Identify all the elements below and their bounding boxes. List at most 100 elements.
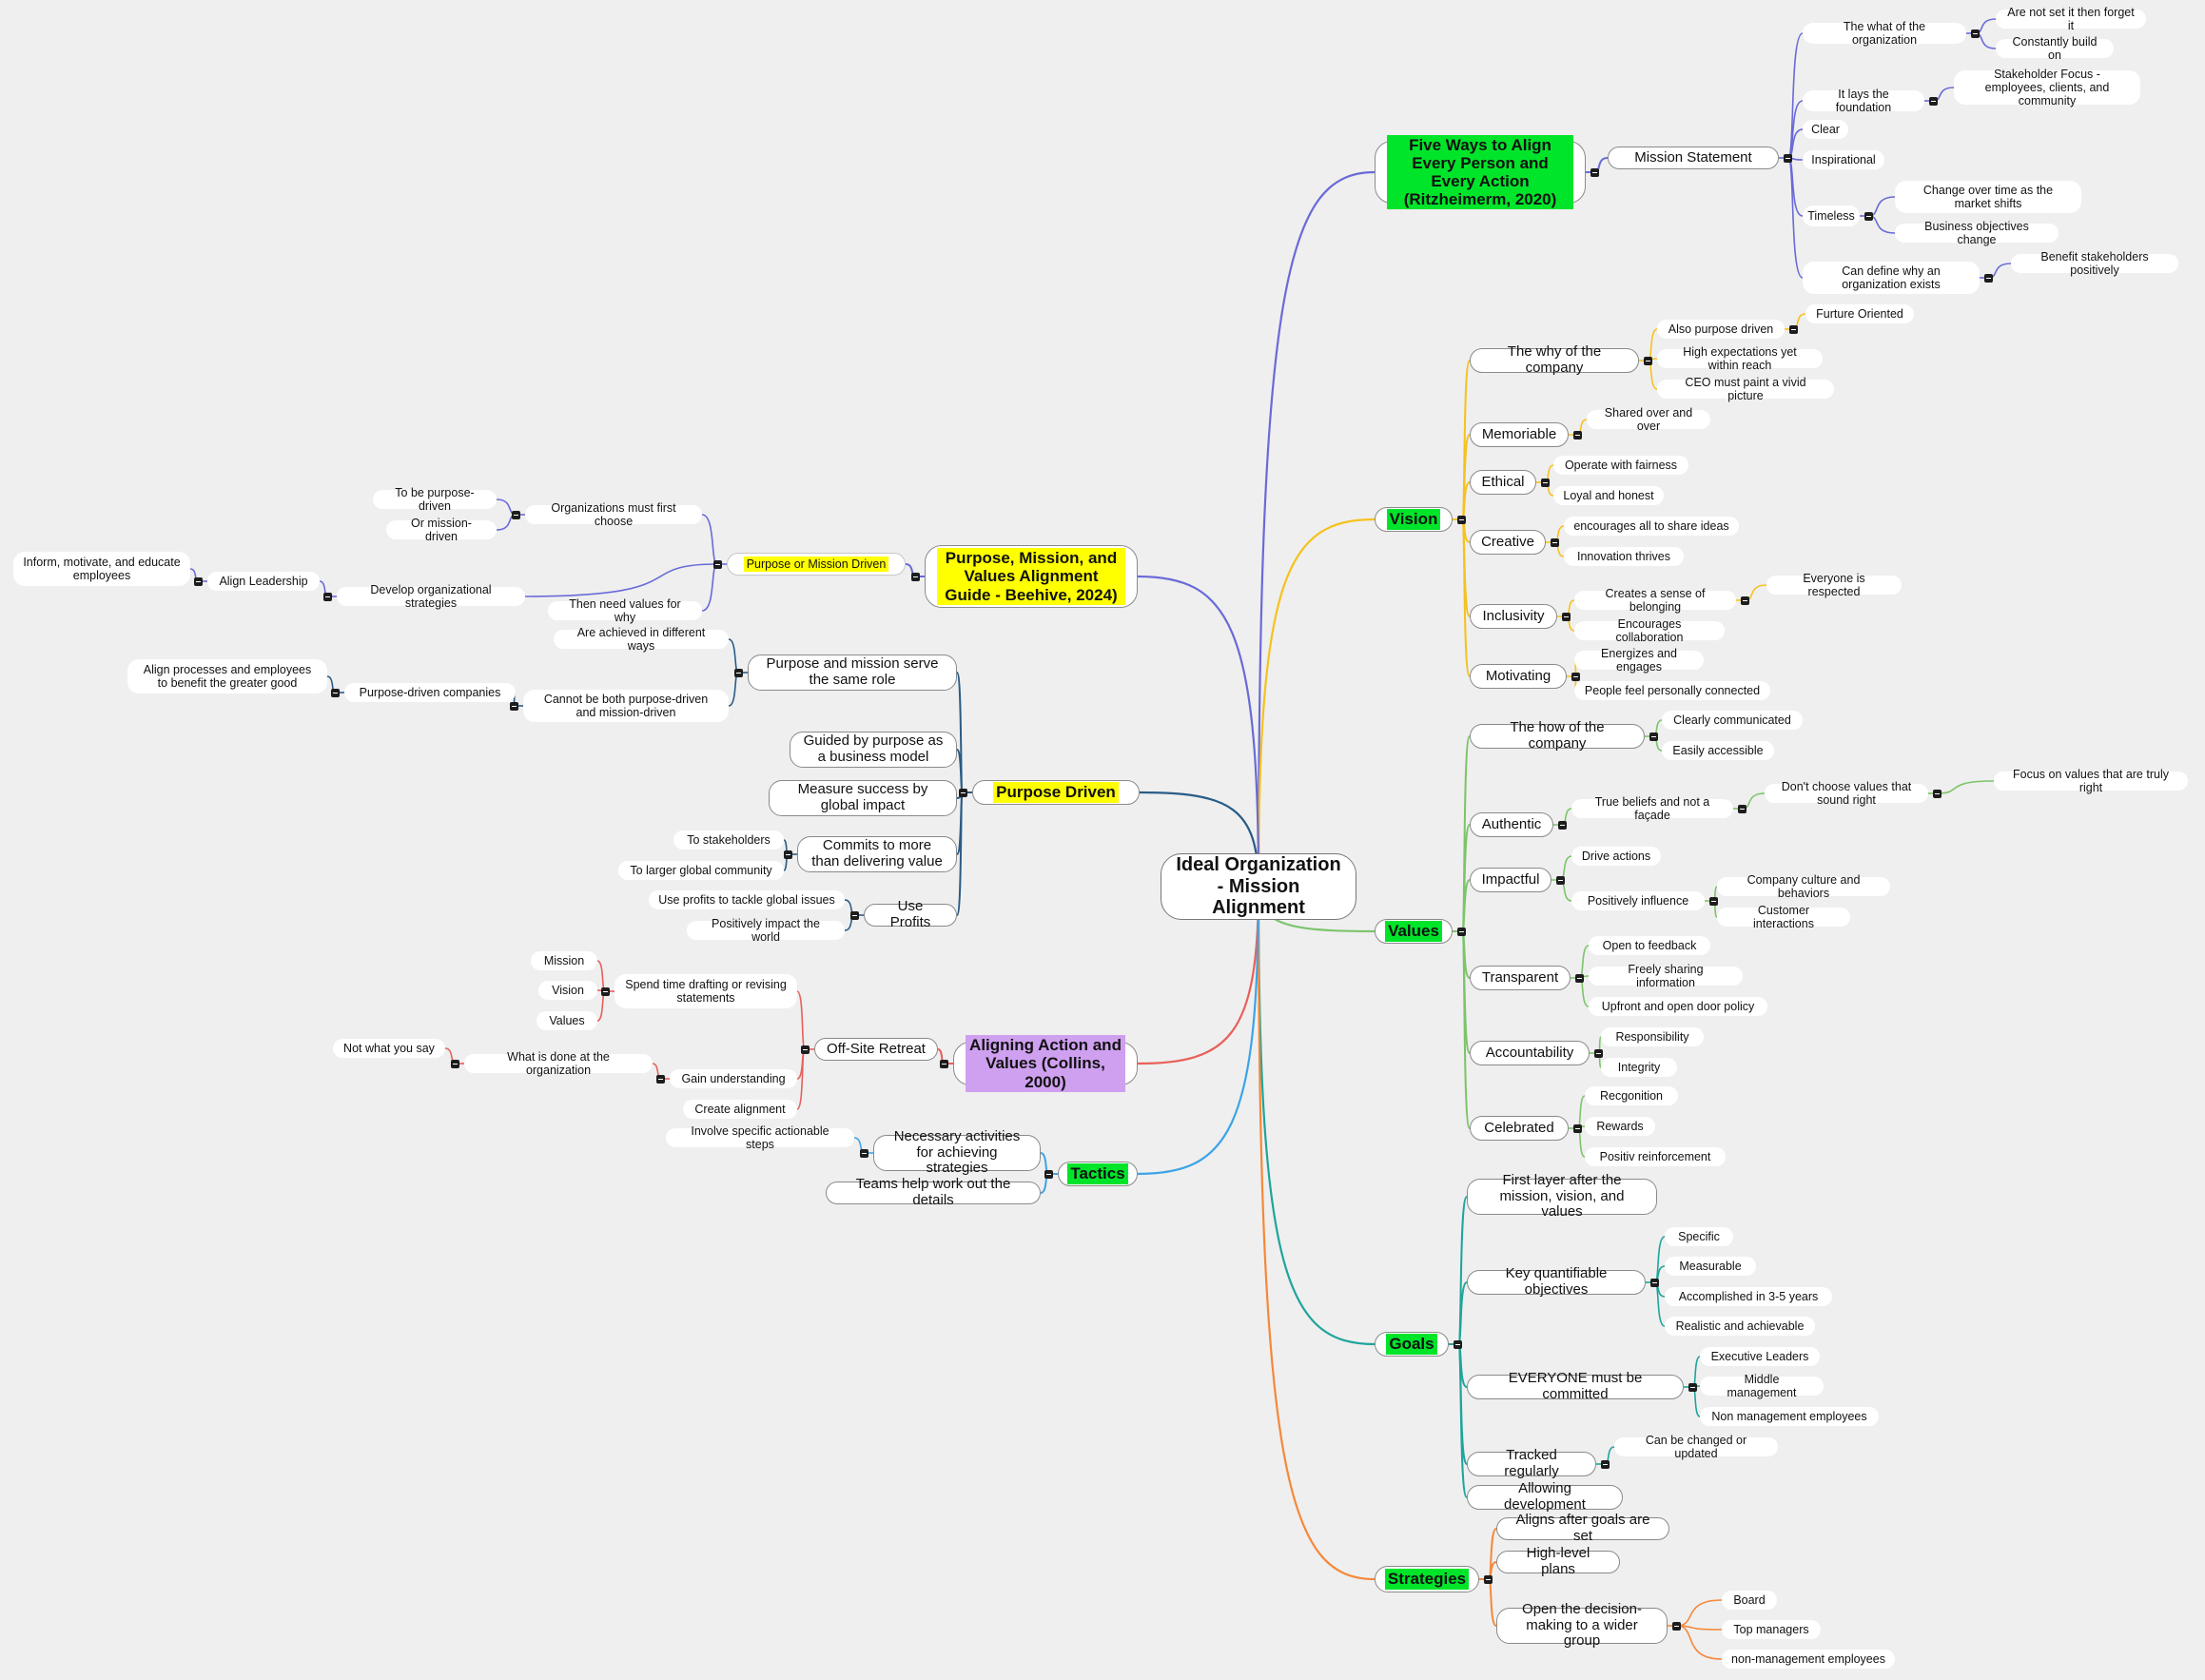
topic-va-auth-1a[interactable]: Don't choose values that sound right <box>1765 780 1928 807</box>
topic-va-acc-1[interactable]: Responsibility <box>1601 1027 1704 1046</box>
topic-va-tra-3[interactable]: Upfront and open door policy <box>1589 997 1767 1016</box>
topic-st-3-1[interactable]: Board <box>1722 1591 1777 1610</box>
collapse-toggle-icon[interactable] <box>1933 789 1942 798</box>
topic-va-tra[interactable]: Transparent <box>1470 966 1571 990</box>
topic-va-acc[interactable]: Accountability <box>1470 1041 1590 1065</box>
topic-ms[interactable]: Mission Statement <box>1608 147 1779 169</box>
collapse-toggle-icon[interactable] <box>940 1059 948 1068</box>
collapse-toggle-icon[interactable] <box>1784 153 1792 163</box>
topic-ms-insp[interactable]: Inspirational <box>1803 150 1884 169</box>
topic-go-all-1[interactable]: Executive Leaders <box>1700 1347 1820 1366</box>
collapse-toggle-icon[interactable] <box>959 788 967 797</box>
collapse-toggle-icon[interactable] <box>512 510 520 519</box>
collapse-toggle-icon[interactable] <box>656 1074 665 1084</box>
topic-ms-what[interactable]: The what of the organization <box>1803 20 1966 47</box>
collapse-toggle-icon[interactable] <box>331 688 340 697</box>
topic-ms-clear[interactable]: Clear <box>1803 120 1848 139</box>
topic-go-key[interactable]: Key quantifiable objectives <box>1467 1265 1646 1298</box>
main-topic-vision[interactable]: Vision <box>1375 507 1453 532</box>
topic-ms-time-1[interactable]: Change over time as the market shifts <box>1895 181 2081 213</box>
collapse-toggle-icon[interactable] <box>1457 927 1466 936</box>
topic-vi-inc-1[interactable]: Creates a sense of belonging <box>1574 587 1736 614</box>
collapse-toggle-icon[interactable] <box>1590 167 1599 177</box>
topic-vi-mem[interactable]: Memoriable <box>1470 422 1569 447</box>
topic-aa-spend[interactable]: Spend time drafting or revising statemen… <box>615 974 797 1008</box>
main-topic-aav[interactable]: Aligning Action and Values (Collins, 200… <box>953 1035 1138 1092</box>
collapse-toggle-icon[interactable] <box>1709 896 1718 906</box>
topic-va-imp[interactable]: Impactful <box>1470 868 1551 892</box>
collapse-toggle-icon[interactable] <box>1789 324 1798 334</box>
topic-aa-spend-3[interactable]: Values <box>537 1011 597 1030</box>
topic-pd-profits-2[interactable]: Positively impact the world <box>687 917 845 944</box>
topic-vi-mot-2[interactable]: People feel personally connected <box>1574 681 1770 700</box>
topic-va-cel-2[interactable]: Rewards <box>1585 1117 1655 1136</box>
topic-va-cel-1[interactable]: Recgonition <box>1585 1086 1678 1105</box>
topic-go-key-1[interactable]: Specific <box>1665 1227 1733 1246</box>
topic-go-first[interactable]: First layer after the mission, vision, a… <box>1467 1172 1657 1220</box>
topic-vi-why-3[interactable]: CEO must paint a vivid picture <box>1657 376 1834 402</box>
collapse-toggle-icon[interactable] <box>801 1045 810 1054</box>
main-topic-pmv[interactable]: Purpose, Mission, and Values Alignment G… <box>925 545 1138 608</box>
collapse-toggle-icon[interactable] <box>850 910 859 920</box>
topic-va-auth-1b[interactable]: Focus on values that are truly right <box>1994 768 2188 794</box>
topic-pm-dev-1[interactable]: Align Leadership <box>207 572 320 591</box>
collapse-toggle-icon[interactable] <box>1601 1459 1610 1469</box>
topic-vi-eth-1[interactable]: Operate with fairness <box>1553 456 1688 475</box>
topic-vi-cre[interactable]: Creative <box>1470 530 1546 555</box>
collapse-toggle-icon[interactable] <box>1484 1574 1493 1584</box>
topic-st-3[interactable]: Open the decision-making to a wider grou… <box>1496 1601 1668 1649</box>
topic-pd-serve[interactable]: Purpose and mission serve the same role <box>748 654 957 691</box>
topic-ms-what-2[interactable]: Constantly build on <box>1996 35 2114 62</box>
topic-vi-inc-1a[interactable]: Everyone is respected <box>1766 572 1902 598</box>
collapse-toggle-icon[interactable] <box>784 850 792 859</box>
collapse-toggle-icon[interactable] <box>1929 96 1938 106</box>
topic-st-3-3[interactable]: non-management employees <box>1722 1650 1895 1669</box>
collapse-toggle-icon[interactable] <box>194 576 203 586</box>
topic-pd-serve-1[interactable]: Are achieved in different ways <box>554 626 729 653</box>
topic-vi-inc[interactable]: Inclusivity <box>1470 604 1557 629</box>
topic-st-2[interactable]: High-level plans <box>1496 1545 1620 1577</box>
topic-aa-spend-2[interactable]: Vision <box>538 981 597 1000</box>
collapse-toggle-icon[interactable] <box>323 592 332 601</box>
collapse-toggle-icon[interactable] <box>1541 478 1550 487</box>
collapse-toggle-icon[interactable] <box>1984 273 1993 283</box>
topic-pd-serve-2b[interactable]: Align processes and employees to benefit… <box>127 659 327 693</box>
topic-va-cel-3[interactable]: Positiv reinforcement <box>1585 1147 1726 1166</box>
topic-vi-why-1a[interactable]: Furture Oriented <box>1805 304 1914 323</box>
topic-pd-commits-2[interactable]: To larger global community <box>618 861 784 880</box>
topic-va-imp-2[interactable]: Positively influence <box>1571 891 1705 910</box>
collapse-toggle-icon[interactable] <box>1558 820 1567 830</box>
topic-va-imp-2b[interactable]: Customer interactions <box>1717 904 1850 930</box>
collapse-toggle-icon[interactable] <box>1454 1339 1462 1349</box>
topic-pd-measure[interactable]: Measure success by global impact <box>769 780 957 816</box>
main-topic-goals[interactable]: Goals <box>1375 1332 1449 1357</box>
topic-pm-org-2[interactable]: Or mission-driven <box>386 517 497 543</box>
topic-pd-commits[interactable]: Commits to more than delivering value <box>797 836 957 872</box>
topic-vi-mot-1[interactable]: Energizes and engages <box>1574 647 1704 674</box>
collapse-toggle-icon[interactable] <box>1562 612 1571 621</box>
topic-go-dev[interactable]: Allowing development <box>1467 1480 1623 1513</box>
topic-ms-found-1[interactable]: Stakeholder Focus - employees, clients, … <box>1954 68 2140 107</box>
topic-va-how-1[interactable]: Clearly communicated <box>1662 711 1803 730</box>
topic-pd-profits[interactable]: Use Profits <box>864 898 957 930</box>
topic-va-how-2[interactable]: Easily accessible <box>1662 741 1774 760</box>
collapse-toggle-icon[interactable] <box>1594 1048 1603 1058</box>
topic-go-all-2[interactable]: Middle management <box>1700 1373 1824 1399</box>
collapse-toggle-icon[interactable] <box>713 559 722 569</box>
topic-ms-time[interactable]: Timeless <box>1803 205 1860 226</box>
topic-go-all-3[interactable]: Non management employees <box>1700 1407 1879 1426</box>
topic-aa-off[interactable]: Off-Site Retreat <box>814 1038 938 1061</box>
collapse-toggle-icon[interactable] <box>734 668 743 677</box>
collapse-toggle-icon[interactable] <box>1644 356 1652 365</box>
main-topic-strategies[interactable]: Strategies <box>1375 1566 1479 1592</box>
topic-pd-serve-2[interactable]: Cannot be both purpose-driven and missio… <box>523 690 729 722</box>
topic-aa-gain-1[interactable]: What is done at the organization <box>464 1050 653 1077</box>
topic-go-track-1[interactable]: Can be changed or updated <box>1614 1434 1778 1460</box>
collapse-toggle-icon[interactable] <box>1556 875 1565 885</box>
topic-vi-cre-1[interactable]: encourages all to share ideas <box>1564 517 1739 536</box>
topic-ta-teams[interactable]: Teams help work out the details <box>826 1176 1041 1208</box>
topic-va-auth-1[interactable]: True beliefs and not a façade <box>1571 795 1733 822</box>
topic-va-tra-1[interactable]: Open to feedback <box>1589 936 1710 955</box>
topic-vi-why-2[interactable]: High expectations yet within reach <box>1657 345 1823 372</box>
topic-go-key-3[interactable]: Accomplished in 3-5 years <box>1665 1287 1832 1306</box>
